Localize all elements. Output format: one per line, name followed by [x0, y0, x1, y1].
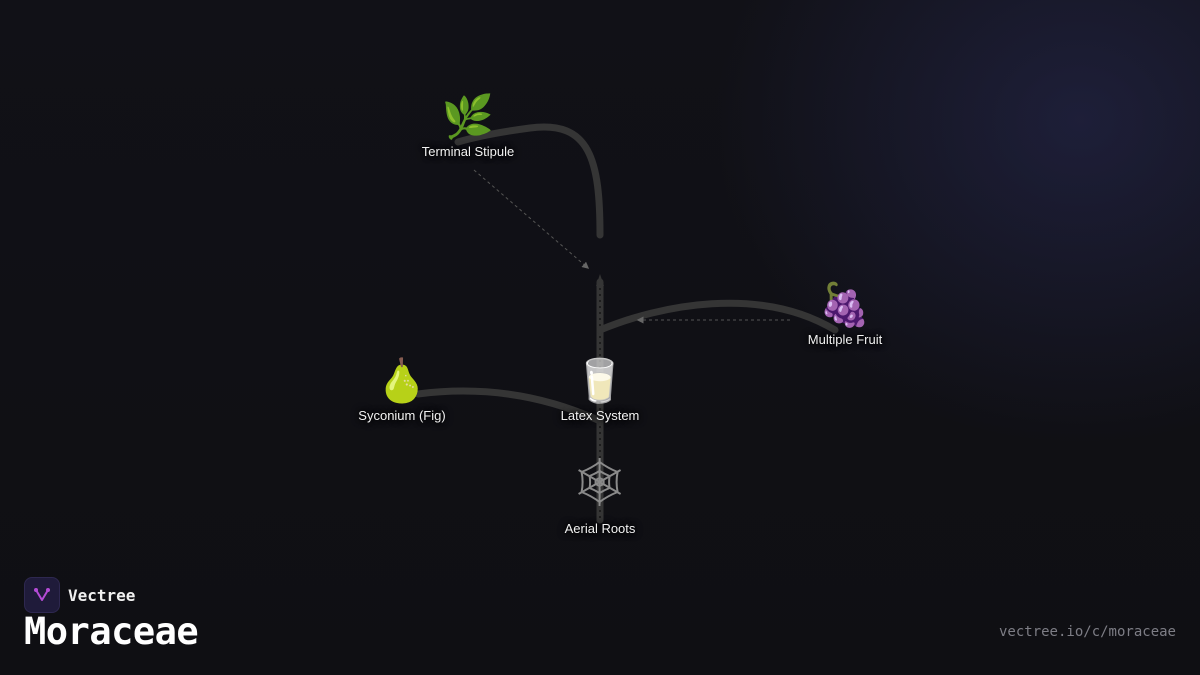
node-syconium[interactable]: 🍐 Syconium (Fig) [358, 356, 445, 423]
brand-name: Vectree [68, 585, 136, 605]
node-label: Multiple Fruit [807, 332, 883, 347]
node-label: Aerial Roots [564, 521, 636, 536]
page-url[interactable]: vectree.io/c/moraceae [998, 624, 1176, 640]
node-aerial-roots[interactable]: Aerial Roots [564, 456, 636, 536]
branch-syconium [414, 387, 602, 424]
pear-icon: 🍐 [375, 356, 429, 405]
node-terminal-stipule[interactable]: 🌿 Terminal Stipule [422, 92, 515, 159]
connector-stipule-to-trunk [473, 169, 590, 269]
vectree-logo-icon [24, 577, 60, 613]
node-multiple-fruit[interactable]: 🍇 Multiple Fruit [808, 280, 882, 347]
brand[interactable]: Vectree [24, 577, 135, 613]
spider-web-icon-graphic [578, 458, 622, 506]
glass-of-milk-icon: 🥛 [573, 356, 627, 405]
trunk-tip [596, 274, 604, 286]
node-latex-system[interactable]: 🥛 Latex System [561, 356, 640, 423]
vectree-logo-graphic [34, 588, 50, 601]
node-label: Syconium (Fig) [358, 408, 446, 423]
branch-terminal-stipule [454, 123, 604, 239]
node-label: Latex System [560, 408, 640, 423]
branch-multiple-fruit [596, 299, 839, 334]
grapes-icon: 🍇 [818, 280, 872, 329]
page-title: Moraceae [24, 610, 199, 653]
spider-web-icon [565, 456, 636, 519]
herb-icon: 🌿 [441, 92, 495, 141]
node-label: Terminal Stipule [421, 144, 515, 159]
